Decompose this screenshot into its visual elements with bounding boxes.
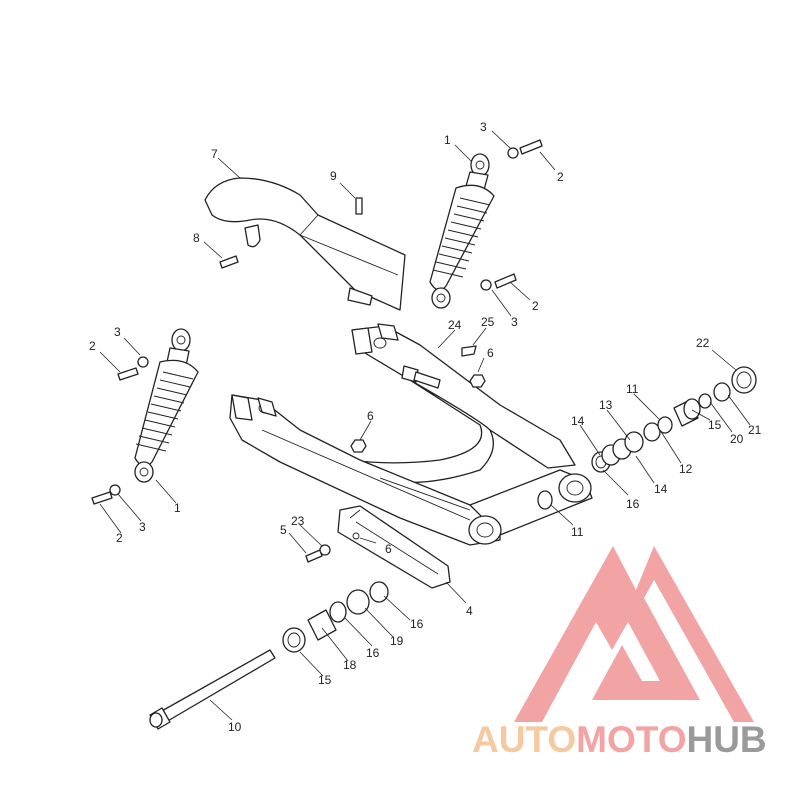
label-3-top-right: 3 bbox=[480, 120, 487, 134]
label-1-left: 1 bbox=[174, 501, 181, 515]
swingarm bbox=[229, 323, 593, 546]
swingarm-spindle bbox=[149, 649, 276, 730]
leader-lines bbox=[99, 130, 751, 721]
spacer-stack-lower bbox=[282, 581, 389, 653]
label-3-left-bottom: 3 bbox=[139, 520, 146, 534]
chain-guard-lower bbox=[337, 505, 451, 589]
label-2-right-shock: 2 bbox=[532, 299, 539, 313]
spacer-stack-right bbox=[537, 366, 757, 510]
label-11-lower: 11 bbox=[571, 525, 584, 539]
logo-mark bbox=[514, 546, 754, 722]
label-2-left-top: 2 bbox=[89, 339, 96, 353]
logo-text: AUTOMOTOHUB bbox=[472, 719, 767, 760]
label-20: 20 bbox=[730, 432, 744, 446]
label-23: 23 bbox=[291, 514, 305, 528]
label-15-right: 15 bbox=[708, 418, 722, 432]
watermark-logo: AUTOMOTOHUB bbox=[472, 546, 767, 760]
label-22: 22 bbox=[696, 336, 710, 350]
label-7: 7 bbox=[211, 147, 218, 161]
label-11-upper: 11 bbox=[626, 382, 639, 396]
label-18: 18 bbox=[343, 658, 357, 672]
label-5: 5 bbox=[280, 523, 287, 537]
label-4: 4 bbox=[466, 604, 473, 618]
label-2-top-right: 2 bbox=[557, 170, 564, 184]
logo-text-auto: AUTO bbox=[472, 719, 576, 760]
logo-text-hub: HUB bbox=[686, 719, 766, 760]
label-13: 13 bbox=[599, 398, 613, 412]
label-1-top-right: 1 bbox=[444, 133, 451, 147]
label-21: 21 bbox=[748, 423, 762, 437]
label-25: 25 bbox=[481, 315, 495, 329]
label-3-left-top: 3 bbox=[114, 325, 121, 339]
label-2-left-bottom: 2 bbox=[116, 531, 123, 545]
fasteners bbox=[91, 139, 543, 563]
shock-absorber-right bbox=[429, 153, 495, 309]
label-14-upper: 14 bbox=[571, 414, 585, 428]
label-10: 10 bbox=[228, 720, 242, 734]
label-24: 24 bbox=[448, 318, 462, 332]
label-16-right: 16 bbox=[626, 497, 640, 511]
label-19: 19 bbox=[390, 634, 404, 648]
label-8: 8 bbox=[193, 231, 200, 245]
shock-absorber-left bbox=[134, 328, 199, 483]
label-6-upper: 6 bbox=[487, 346, 494, 360]
label-6-middle: 6 bbox=[367, 409, 374, 423]
chain-guard-upper bbox=[204, 177, 406, 311]
callout-labels: 1 3 2 9 7 8 2 3 24 25 6 6 3 2 1 3 2 22 1… bbox=[89, 120, 762, 734]
label-3-right-shock: 3 bbox=[511, 315, 518, 329]
label-12: 12 bbox=[679, 462, 693, 476]
label-15-lower: 15 bbox=[318, 673, 332, 687]
label-16-lower-right: 16 bbox=[410, 617, 424, 631]
label-16-lower-left: 16 bbox=[366, 646, 380, 660]
label-6-lower: 6 bbox=[385, 542, 392, 556]
label-9: 9 bbox=[330, 169, 337, 183]
label-14-lower: 14 bbox=[654, 482, 668, 496]
logo-text-moto: MOTO bbox=[576, 719, 686, 760]
